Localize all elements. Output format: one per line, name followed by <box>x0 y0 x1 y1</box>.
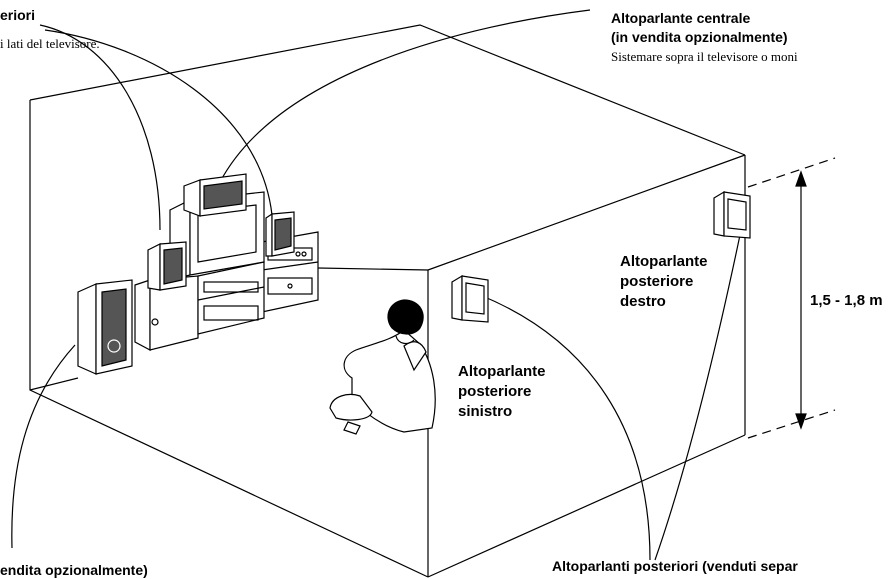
front-right-callout <box>44 29 273 216</box>
rear-right-label-line-2: posteriore <box>620 273 694 290</box>
rear-speakers-caption: Altoparlanti posteriori (venduti separ <box>552 558 798 574</box>
center-speaker-title: Altoparlante centrale <box>611 10 751 26</box>
front-right-speaker <box>265 211 295 257</box>
height-dimension-arrow <box>747 157 836 439</box>
rear-left-label-line-2: posteriore <box>458 383 532 400</box>
center-speaker <box>183 173 247 217</box>
rear-left-label-line-1: Altoparlante <box>458 363 546 380</box>
rear-left-label: Altoparlante posteriore sinistro <box>458 362 546 422</box>
rear-right-label-line-3: destro <box>620 293 666 310</box>
front-left-speaker <box>147 241 187 291</box>
front-left-callout <box>39 24 161 231</box>
subwoofer-caption: endita opzionalmente) <box>0 562 148 578</box>
front-speakers-note: i lati del televisore. <box>0 36 100 51</box>
center-callout <box>219 9 591 183</box>
subwoofer-callout <box>11 344 76 549</box>
tv-cabinet <box>134 261 265 351</box>
subwoofer <box>77 279 133 375</box>
height-range-label: 1,5 - 1,8 m <box>810 292 883 309</box>
rear-left-label-line-3: sinistro <box>458 403 513 420</box>
rear-right-callout <box>654 234 741 561</box>
rear-left-callout <box>479 294 651 561</box>
rear-right-label: Altoparlante posteriore destro <box>620 252 708 312</box>
rear-right-speaker <box>713 190 751 239</box>
front-speakers-title: eriori <box>0 7 36 23</box>
listener-armchair <box>329 299 436 435</box>
center-speaker-note: Sistemare sopra il televisore o moni <box>611 49 798 64</box>
rear-left-speaker <box>451 274 489 323</box>
rear-right-label-line-1: Altoparlante <box>620 253 708 270</box>
center-speaker-availability: (in vendita opzionalmente) <box>611 29 788 45</box>
